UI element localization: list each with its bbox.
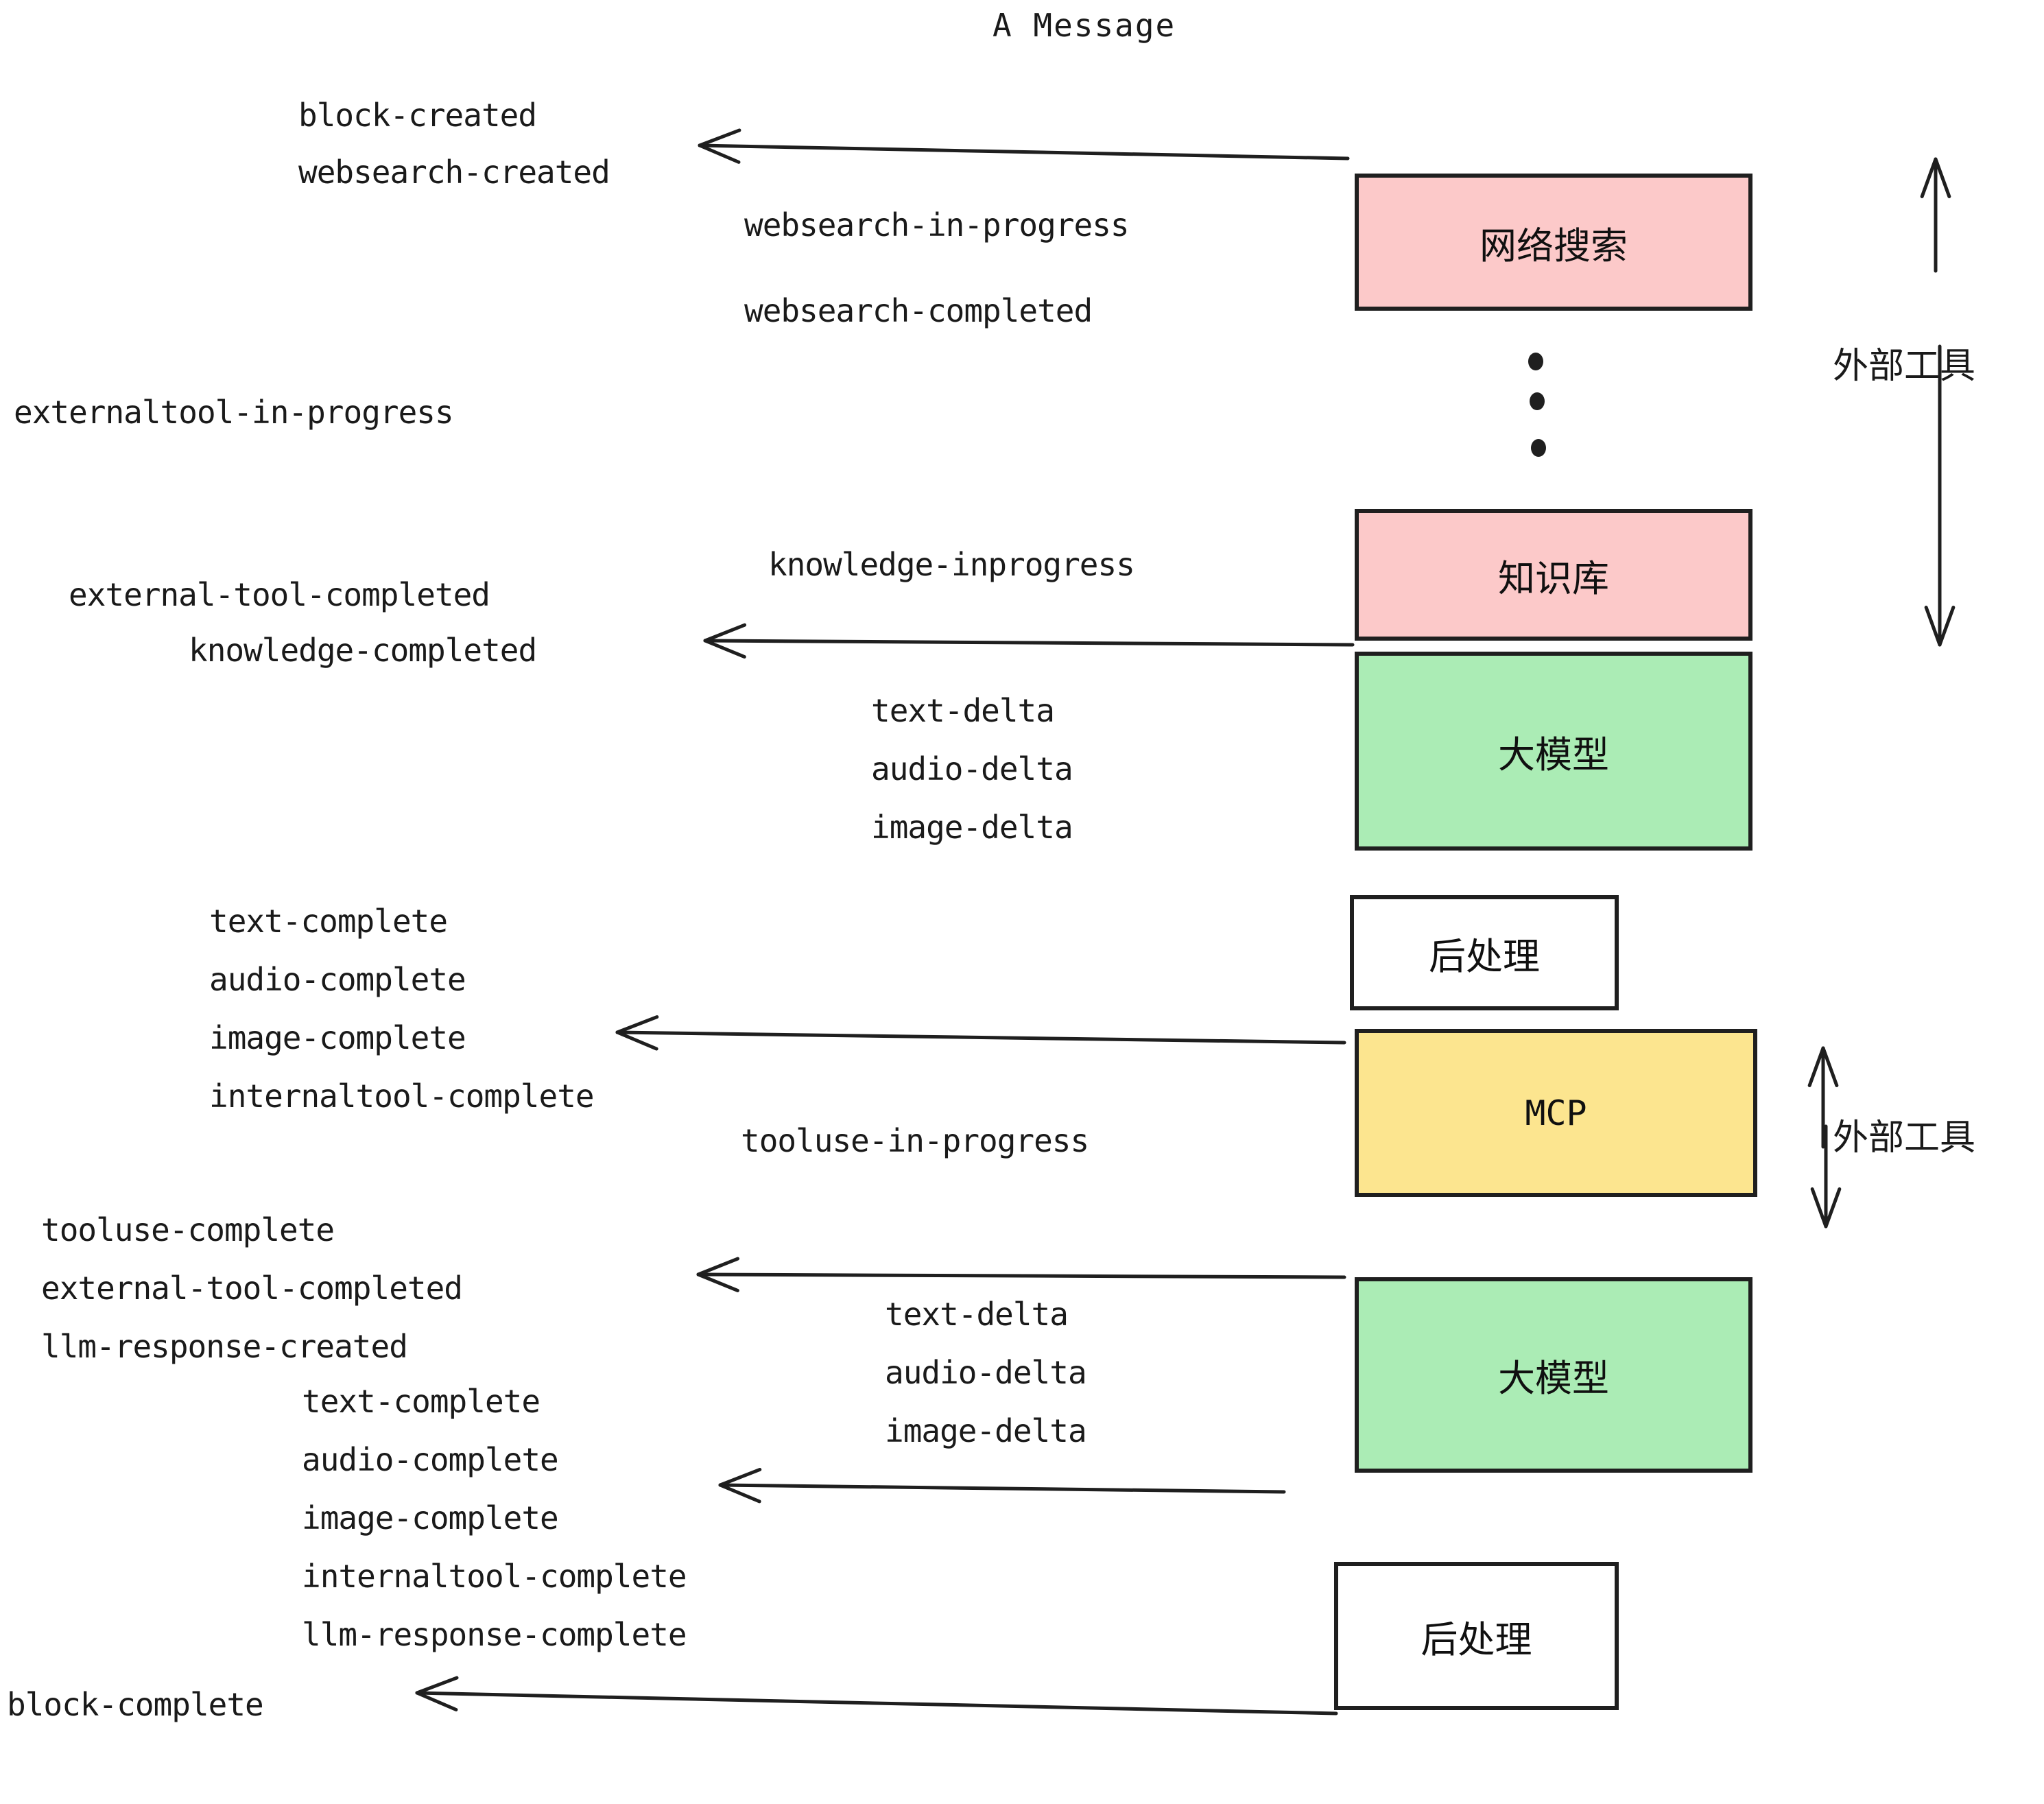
page-title: A Message: [993, 7, 1176, 44]
event-label-audio-delta: audio-delta: [885, 1354, 1087, 1391]
node-box-postprocess: 后处理: [1350, 895, 1619, 1010]
node-box-websearch: 网络搜索: [1355, 174, 1752, 311]
event-label-text-complete: text-complete: [209, 903, 448, 940]
event-label-text-delta: text-delta: [885, 1296, 1069, 1333]
event-label-audio-complete: audio-complete: [209, 961, 466, 998]
event-label-internaltool-complete: internaltool-complete: [302, 1558, 687, 1595]
arrow-websearch-to-block-created: [698, 128, 1350, 164]
node-box-llm: 大模型: [1355, 652, 1752, 851]
node-box-postprocess: 后处理: [1334, 1562, 1619, 1710]
event-label-websearch-in-progress: websearch-in-progress: [744, 206, 1130, 244]
event-label-knowledge-completed: knowledge-completed: [189, 632, 537, 669]
event-label-text-complete: text-complete: [302, 1383, 540, 1420]
arrow-external-tools-up-arrow-top: [1920, 157, 1951, 273]
event-label-tooluse-in-progress: tooluse-in-progress: [741, 1122, 1089, 1159]
event-label-text-delta: text-delta: [871, 692, 1055, 729]
external-tools-label-1: 外部工具: [1833, 346, 1976, 387]
event-label-audio-delta: audio-delta: [871, 750, 1073, 787]
ellipsis-dot-2: [1530, 392, 1545, 410]
node-box-llm: 大模型: [1355, 1277, 1752, 1473]
event-label-websearch-created: websearch-created: [298, 154, 610, 191]
event-label-image-delta: image-delta: [871, 809, 1073, 846]
arrow-postprocess-to-image-complete: [615, 1015, 1346, 1051]
external-tools-label-2: 外部工具: [1833, 1117, 1976, 1159]
event-label-internaltool-complete: internaltool-complete: [209, 1078, 595, 1115]
event-label-llm-response-complete: llm-response-complete: [302, 1616, 687, 1653]
arrow-llm-to-audio-complete: [718, 1467, 1286, 1504]
arrow-knowledge-to-knowledge-completed: [703, 623, 1355, 659]
event-label-websearch-completed: websearch-completed: [744, 292, 1093, 329]
node-box-mcp: MCP: [1355, 1029, 1757, 1197]
event-label-audio-complete: audio-complete: [302, 1441, 559, 1478]
event-label-knowledge-inprogress: knowledge-inprogress: [768, 546, 1135, 583]
arrow-postprocess-to-block-complete: [415, 1676, 1338, 1716]
event-label-externaltool-in-progress: externaltool-in-progress: [14, 394, 454, 431]
ellipsis-dot-1: [1528, 353, 1543, 370]
event-label-tooluse-complete: tooluse-complete: [41, 1211, 335, 1248]
event-label-image-complete: image-complete: [302, 1499, 559, 1536]
arrow-external-tools-down-arrow-top: [1924, 344, 1956, 647]
event-label-image-complete: image-complete: [209, 1019, 466, 1056]
arrow-mcp-to-tooluse-complete: [696, 1257, 1346, 1292]
ellipsis-dot-3: [1531, 439, 1546, 457]
event-label-llm-response-created: llm-response-created: [41, 1328, 408, 1365]
node-box-knowledge: 知识库: [1355, 509, 1752, 641]
event-label-external-tool-completed: external-tool-completed: [41, 1270, 463, 1307]
event-label-external-tool-completed: external-tool-completed: [69, 576, 490, 613]
event-label-block-complete: block-complete: [7, 1686, 264, 1723]
event-label-block-created: block-created: [298, 97, 537, 134]
event-label-image-delta: image-delta: [885, 1412, 1087, 1449]
